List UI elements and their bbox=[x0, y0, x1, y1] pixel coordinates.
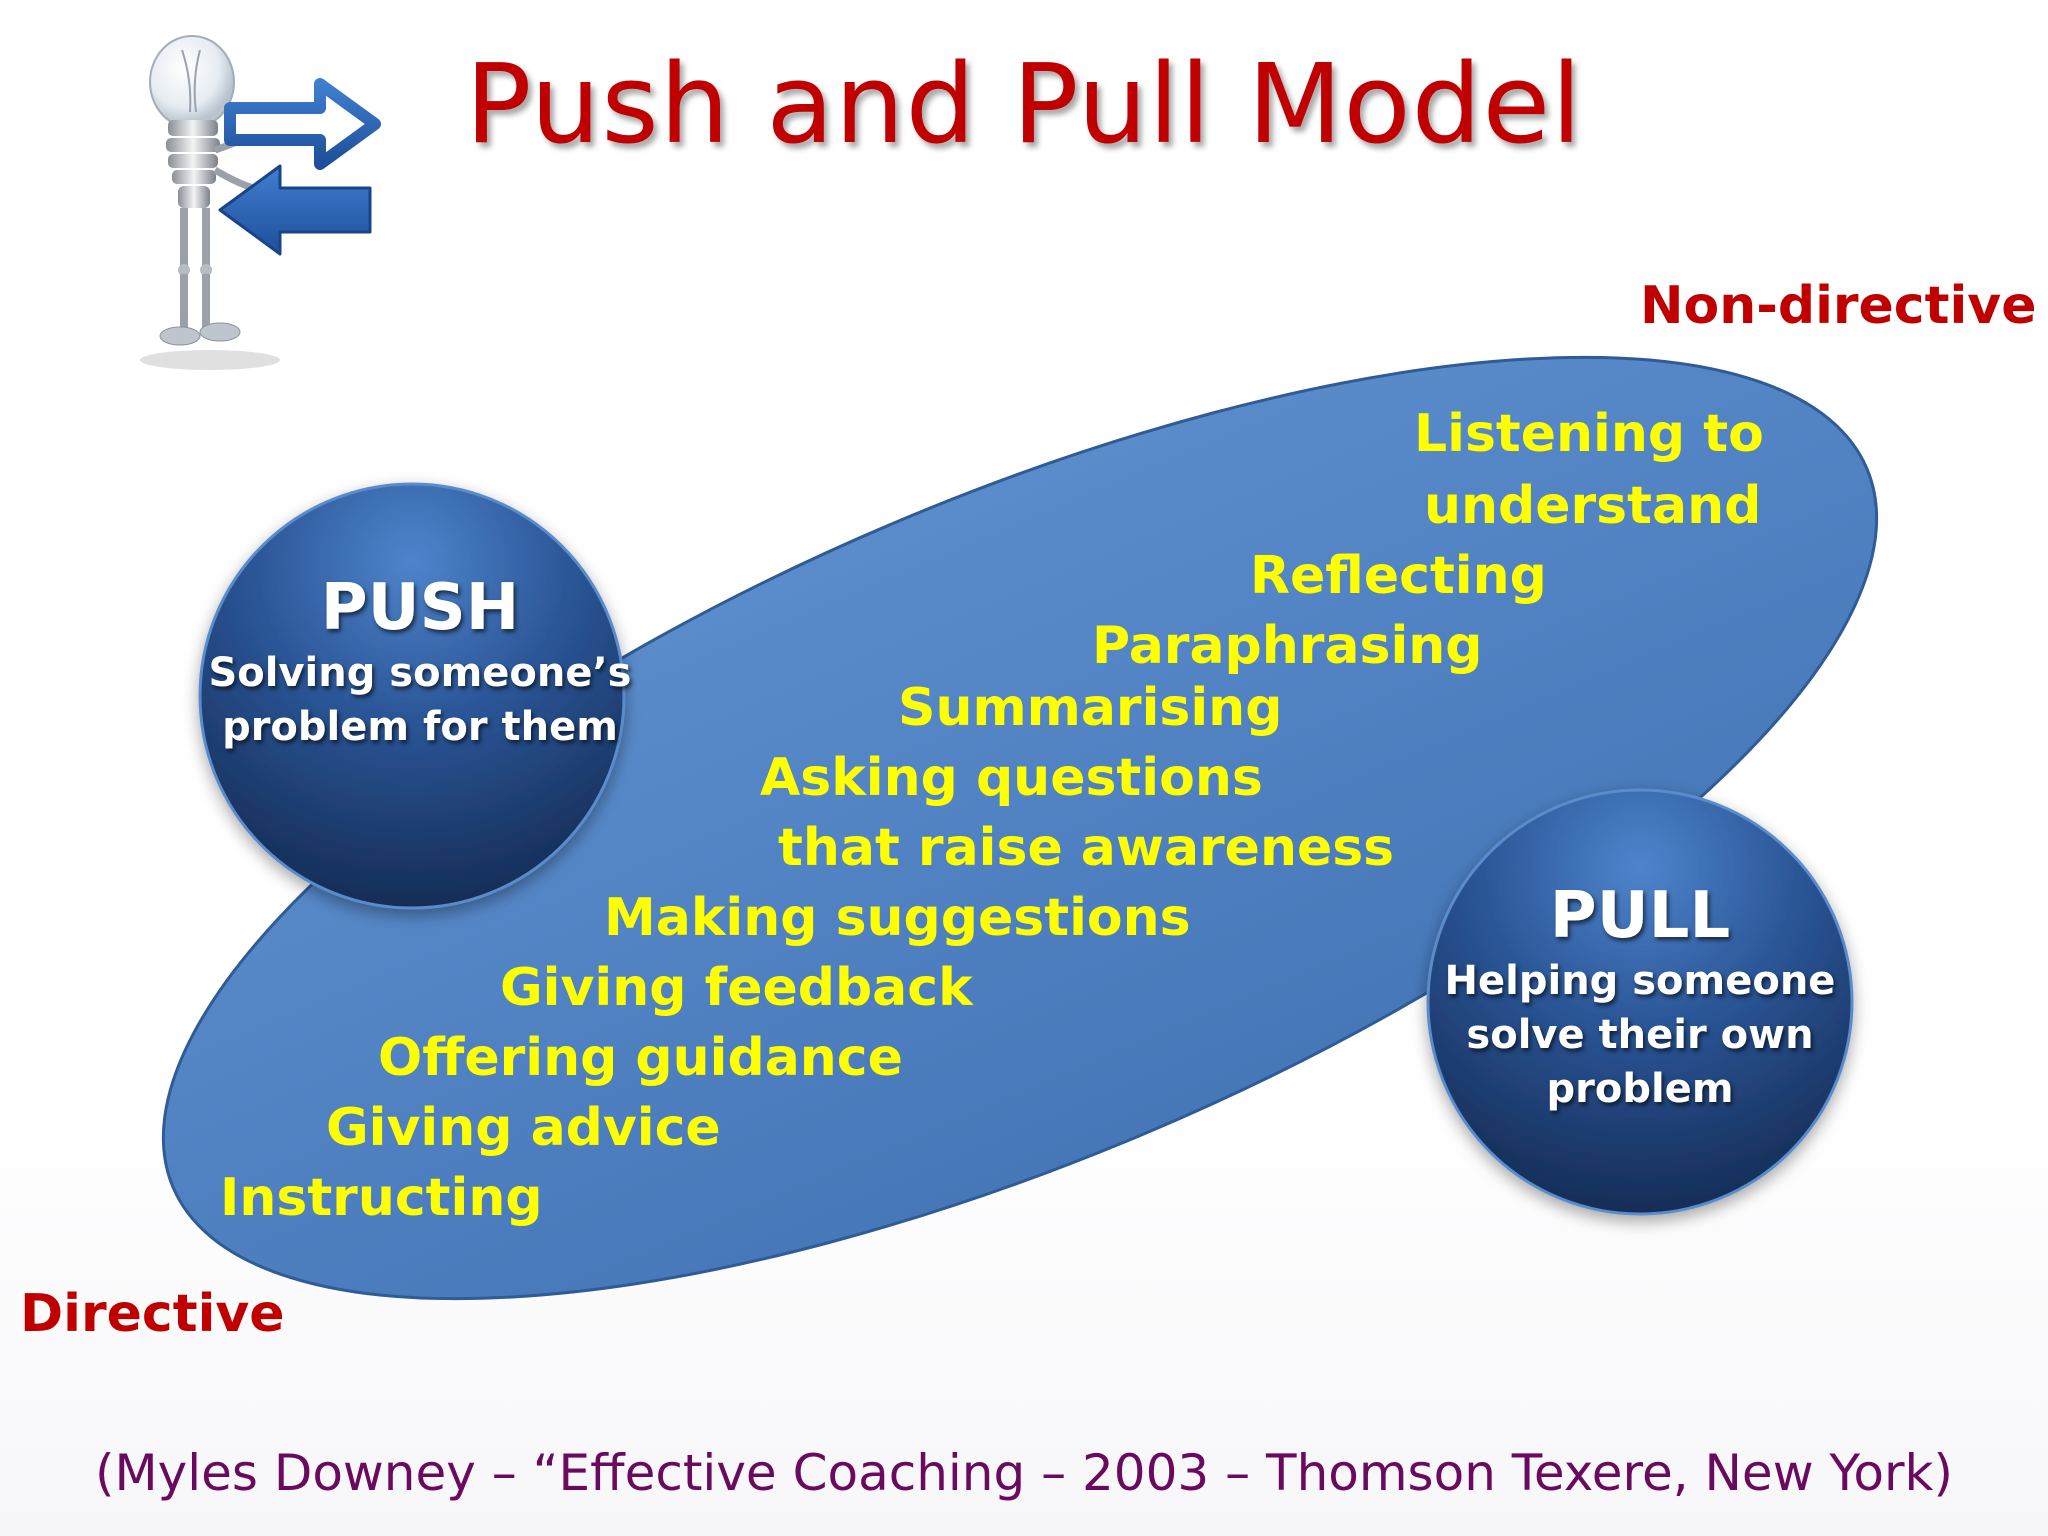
pull-circle bbox=[1426, 788, 1854, 1216]
citation: (Myles Downey – “Effective Coaching – 20… bbox=[94, 1444, 1953, 1502]
push-description: Solving someone’s problem for them bbox=[208, 649, 632, 750]
push-heading: PUSH bbox=[320, 571, 520, 645]
non-directive-label: Non-directive bbox=[1640, 276, 2037, 336]
pull-heading: PULL bbox=[1549, 879, 1731, 953]
technique-reflecting: Reflecting bbox=[1250, 546, 1547, 606]
technique-instructing: Instructing bbox=[220, 1168, 543, 1228]
technique-giving-feedback: Giving feedback bbox=[500, 958, 973, 1018]
pull-description: Helping someone solve their own problem bbox=[1444, 957, 1836, 1112]
technique-paraphrasing: Paraphrasing bbox=[1092, 616, 1483, 676]
push-label-group: PUSH Solving someone’s problem for them bbox=[200, 571, 640, 754]
technique-understand: understand bbox=[1424, 476, 1762, 536]
technique-giving-advice: Giving advice bbox=[326, 1098, 721, 1158]
technique-asking-questions: Asking questions bbox=[760, 748, 1263, 808]
technique-offering-guidance: Offering guidance bbox=[378, 1028, 903, 1088]
pull-label-group: PULL Helping someone solve their own pro… bbox=[1420, 879, 1860, 1116]
push-circle bbox=[198, 482, 626, 910]
directive-label: Directive bbox=[20, 1284, 285, 1344]
coaching-spectrum-ellipse bbox=[161, 355, 1879, 1301]
technique-raise-awareness: that raise awareness bbox=[778, 818, 1395, 878]
page-title: Push and Pull Model bbox=[465, 40, 1583, 168]
technique-making-suggestions: Making suggestions bbox=[604, 888, 1191, 948]
technique-listening-to: Listening to bbox=[1414, 404, 1764, 464]
technique-summarising: Summarising bbox=[898, 678, 1283, 738]
lightbulb-robot-icon bbox=[140, 35, 381, 370]
